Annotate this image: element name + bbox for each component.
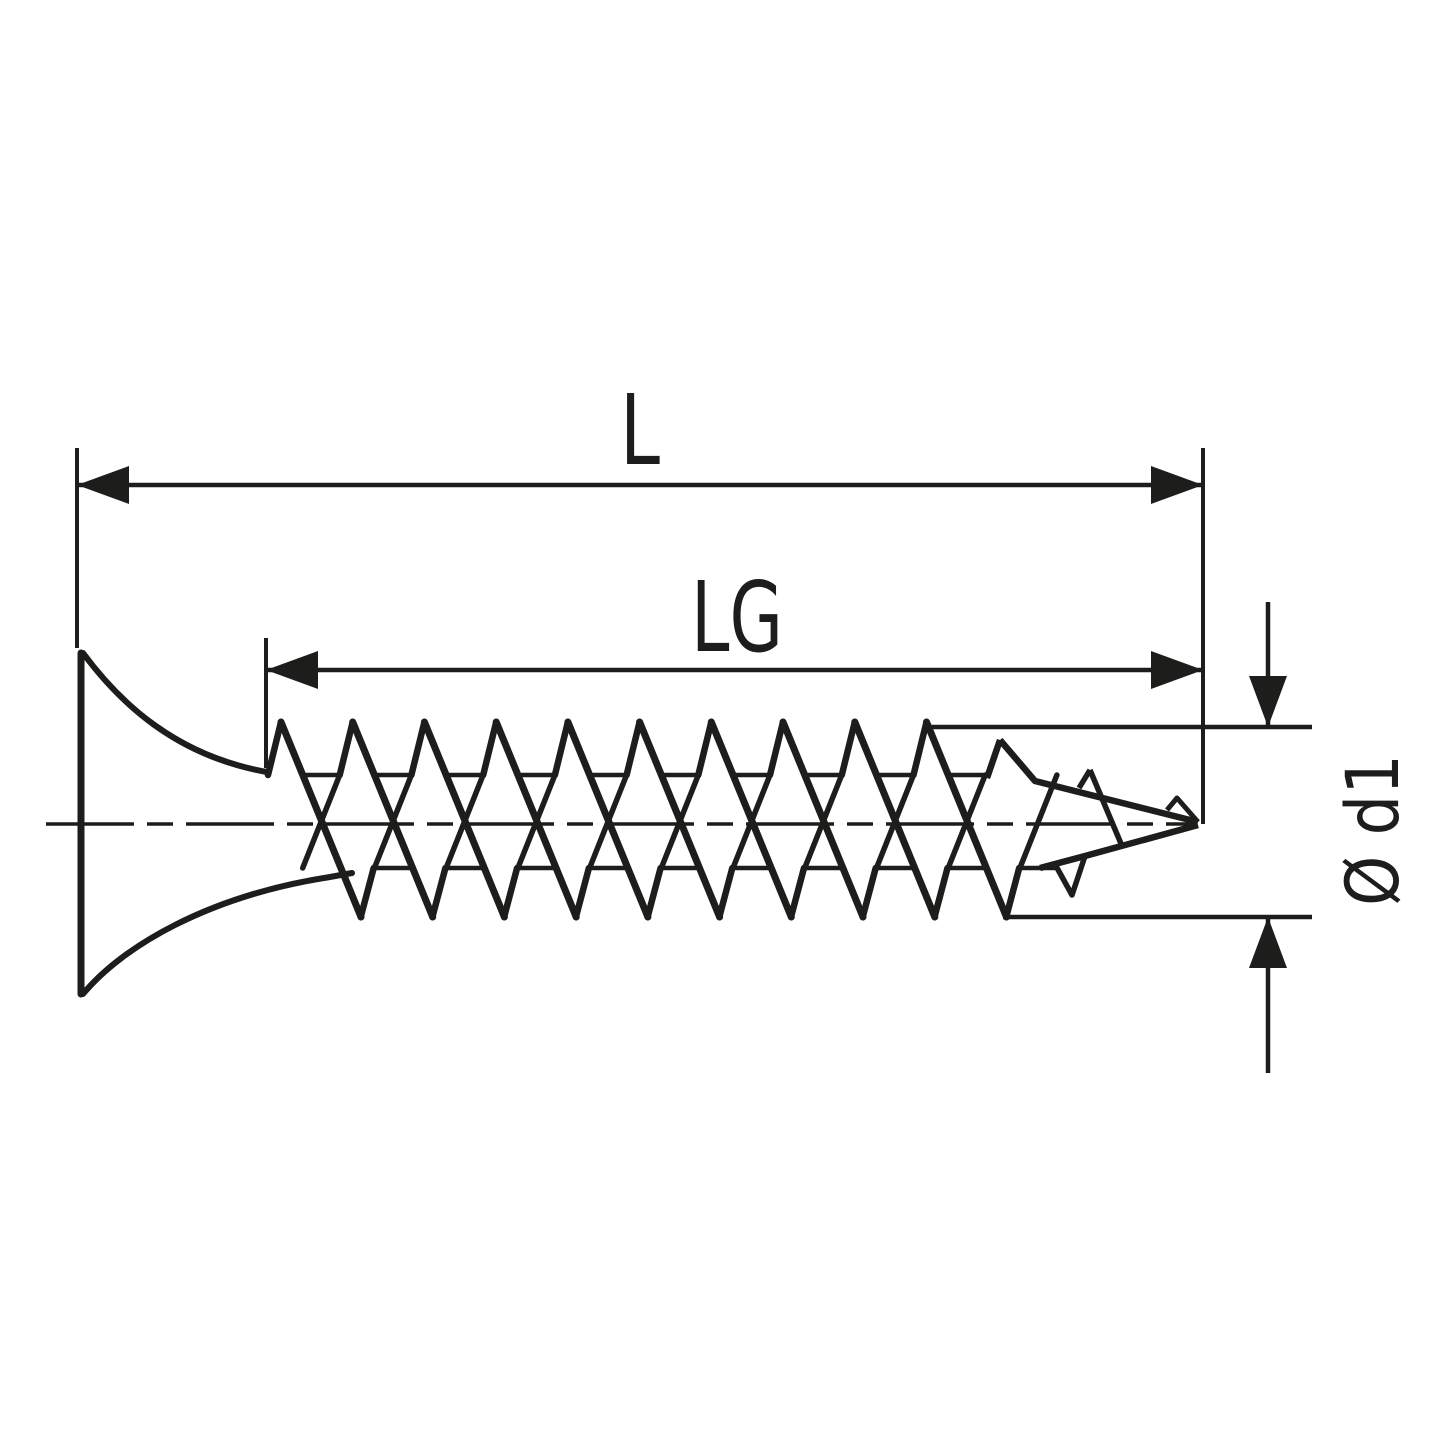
tip-mini-spike-edge — [1076, 768, 1093, 790]
screw-thread — [264, 718, 1060, 921]
thread-stroke — [787, 864, 808, 921]
thread-stroke — [945, 772, 988, 871]
thread-stroke — [264, 718, 285, 779]
arrow-left-icon — [266, 651, 318, 689]
tip-lower-mini-spike — [1053, 855, 1088, 898]
thread-stroke — [695, 718, 715, 779]
thread-stroke — [515, 772, 558, 871]
tip-spike-edge — [983, 738, 1004, 780]
thread-stroke — [429, 864, 449, 921]
thread-stroke — [1017, 772, 1060, 871]
thread-stroke — [371, 772, 415, 871]
thread-stroke — [1002, 864, 1023, 921]
thread-stroke — [931, 864, 951, 921]
head-top-curve — [80, 650, 270, 775]
tip-upper-cone-edge — [997, 737, 1199, 826]
arrow-up-icon — [1249, 917, 1287, 968]
arrow-right-icon — [1151, 466, 1203, 504]
thread-stroke — [766, 718, 787, 779]
thread-stroke — [716, 864, 736, 921]
thread-stroke — [586, 772, 630, 871]
label-total-length: L — [620, 374, 660, 487]
thread-stroke — [443, 772, 486, 871]
thread-stroke — [479, 718, 500, 779]
thread-stroke — [500, 864, 521, 921]
tip-mini-diagonal — [1087, 768, 1125, 848]
label-thread-diameter: Ø d1 — [1331, 754, 1416, 906]
thread-stroke — [408, 718, 428, 779]
screw-head — [77, 649, 355, 998]
tip-lower-cone-edge — [1039, 821, 1199, 872]
thread-stroke — [873, 772, 917, 871]
thread-stroke — [801, 772, 845, 871]
arrow-left-icon — [77, 466, 129, 504]
thread-stroke — [357, 864, 377, 921]
thread-stroke — [299, 772, 343, 871]
head-bottom-curve — [80, 870, 355, 997]
thread-stroke — [644, 864, 664, 921]
thread-stroke — [551, 718, 572, 779]
label-thread-length: LG — [691, 561, 783, 674]
thread-stroke — [336, 718, 356, 779]
thread-stroke — [859, 864, 879, 921]
thread-stroke — [838, 718, 859, 779]
arrow-down-icon — [1249, 676, 1287, 727]
thread-stroke — [910, 718, 930, 779]
arrow-right-icon — [1151, 651, 1203, 689]
thread-stroke — [730, 772, 773, 871]
tip-end-spike — [1165, 795, 1200, 824]
thread-stroke — [658, 772, 702, 871]
screw-tip — [949, 737, 1200, 898]
thread-stroke — [623, 718, 643, 779]
thread-stroke — [572, 864, 593, 921]
dimensions — [75, 448, 1312, 1073]
